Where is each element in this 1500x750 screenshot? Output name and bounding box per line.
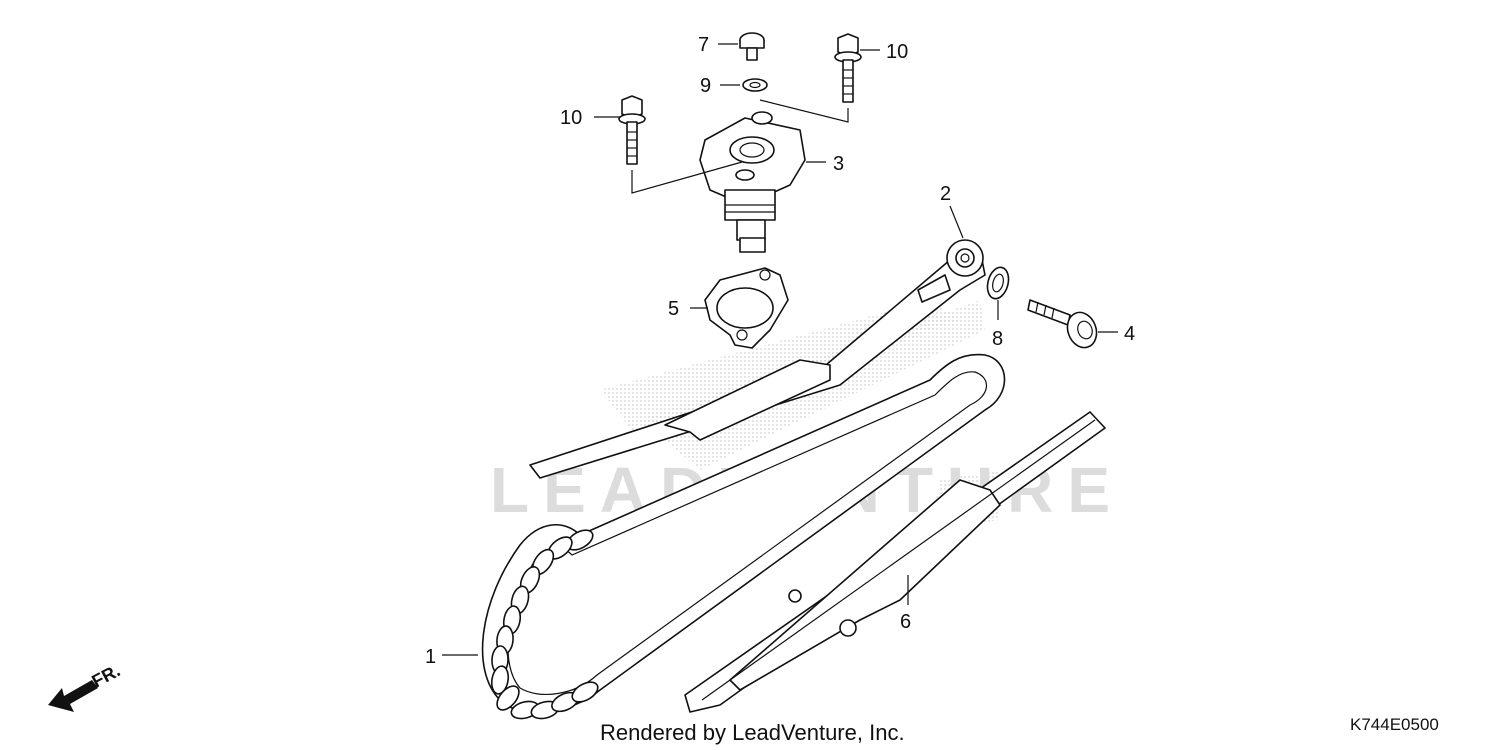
- flange-bolt-right[interactable]: [834, 33, 862, 103]
- tensioner-lifter[interactable]: [699, 111, 806, 253]
- cam-chain-guide[interactable]: [684, 411, 1106, 713]
- callout-9[interactable]: 9: [700, 75, 711, 97]
- callout-5[interactable]: 5: [668, 298, 679, 320]
- flange-bolt-left[interactable]: [618, 95, 646, 165]
- callout-7[interactable]: 7: [698, 34, 709, 56]
- washer[interactable]: [984, 265, 1012, 301]
- pivot-bolt[interactable]: [1027, 299, 1101, 352]
- o-ring-washer[interactable]: [742, 78, 768, 92]
- callout-1[interactable]: 1: [425, 646, 436, 668]
- tensioner-slipper[interactable]: [529, 239, 986, 479]
- callout-8[interactable]: 8: [992, 328, 1003, 350]
- callout-2[interactable]: 2: [940, 183, 951, 205]
- callout-3[interactable]: 3: [833, 153, 844, 175]
- callout-10-left[interactable]: 10: [560, 107, 582, 129]
- callout-10-right[interactable]: 10: [886, 41, 908, 63]
- callout-4[interactable]: 4: [1124, 323, 1135, 345]
- leader-lines: [442, 43, 1118, 656]
- cam-chain[interactable]: [481, 353, 1006, 722]
- front-direction-arrow-icon: [48, 680, 98, 712]
- callout-6[interactable]: 6: [900, 611, 911, 633]
- diagram-code: K744E0500: [1350, 715, 1439, 734]
- footer-credit: Rendered by LeadVenture, Inc.: [600, 720, 905, 745]
- sealing-bolt[interactable]: [739, 32, 765, 61]
- gasket[interactable]: [704, 267, 789, 349]
